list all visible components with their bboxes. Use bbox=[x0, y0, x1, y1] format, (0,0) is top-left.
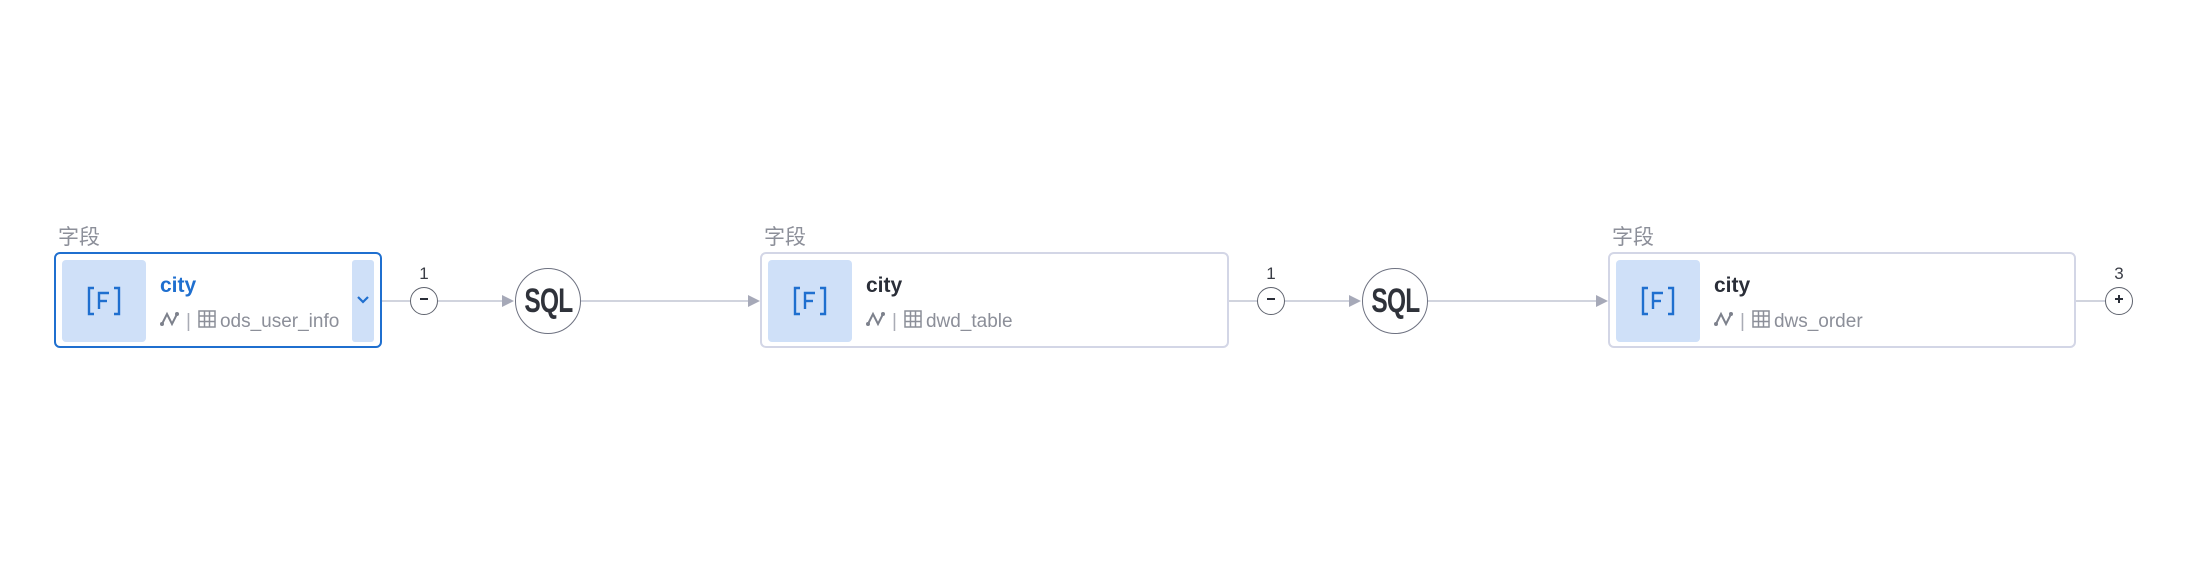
chevron-down-icon bbox=[356, 292, 370, 310]
meta-separator: | bbox=[186, 311, 191, 332]
node-title: city bbox=[866, 274, 903, 297]
field-type-icon bbox=[1616, 260, 1700, 342]
node-caption: 字段 bbox=[764, 225, 806, 249]
port-count: 1 bbox=[419, 264, 429, 283]
minus-icon bbox=[418, 292, 430, 310]
meta-separator: | bbox=[1740, 311, 1745, 332]
edge-arrow bbox=[502, 295, 514, 307]
port-count: 1 bbox=[1266, 264, 1276, 283]
collapse-downstream-button[interactable] bbox=[1257, 287, 1285, 315]
field-node-ods-user-info[interactable]: city | ods_user_info bbox=[54, 252, 382, 348]
edge-arrow bbox=[1349, 295, 1361, 307]
table-icon bbox=[1752, 310, 1770, 334]
node-meta: | ods_user_info bbox=[160, 310, 339, 334]
field-type-icon bbox=[768, 260, 852, 342]
edge-arrow bbox=[1596, 295, 1608, 307]
node-meta: | dwd_table bbox=[866, 310, 1013, 334]
sql-transform-node[interactable]: SQL bbox=[515, 268, 581, 334]
lineage-icon bbox=[866, 309, 886, 335]
edge-arrow bbox=[748, 295, 760, 307]
node-table-name: ods_user_info bbox=[219, 311, 340, 332]
expand-button[interactable] bbox=[352, 260, 374, 342]
table-icon bbox=[904, 310, 922, 334]
sql-label: SQL bbox=[1370, 281, 1420, 320]
node-title: city bbox=[160, 274, 197, 297]
node-table-name: dws_order bbox=[1773, 311, 1863, 332]
port-count: 3 bbox=[2114, 264, 2124, 283]
node-meta: | dws_order bbox=[1714, 310, 1863, 334]
node-title: city bbox=[1714, 274, 1751, 297]
node-caption: 字段 bbox=[1612, 225, 1654, 249]
plus-icon bbox=[2113, 292, 2125, 310]
meta-separator: | bbox=[892, 311, 897, 332]
lineage-icon bbox=[160, 309, 180, 335]
node-table-name: dwd_table bbox=[925, 311, 1013, 332]
node-caption: 字段 bbox=[58, 225, 100, 249]
collapse-downstream-button[interactable] bbox=[410, 287, 438, 315]
field-node-dws-order[interactable]: city | dws_order bbox=[1608, 252, 2076, 348]
sql-transform-node[interactable]: SQL bbox=[1362, 268, 1428, 334]
minus-icon bbox=[1265, 292, 1277, 310]
field-type-icon bbox=[62, 260, 146, 342]
table-icon bbox=[198, 310, 216, 334]
expand-downstream-button[interactable] bbox=[2105, 287, 2133, 315]
field-node-dwd-table[interactable]: city | dwd_table bbox=[760, 252, 1229, 348]
sql-label: SQL bbox=[523, 281, 573, 320]
lineage-icon bbox=[1714, 309, 1734, 335]
